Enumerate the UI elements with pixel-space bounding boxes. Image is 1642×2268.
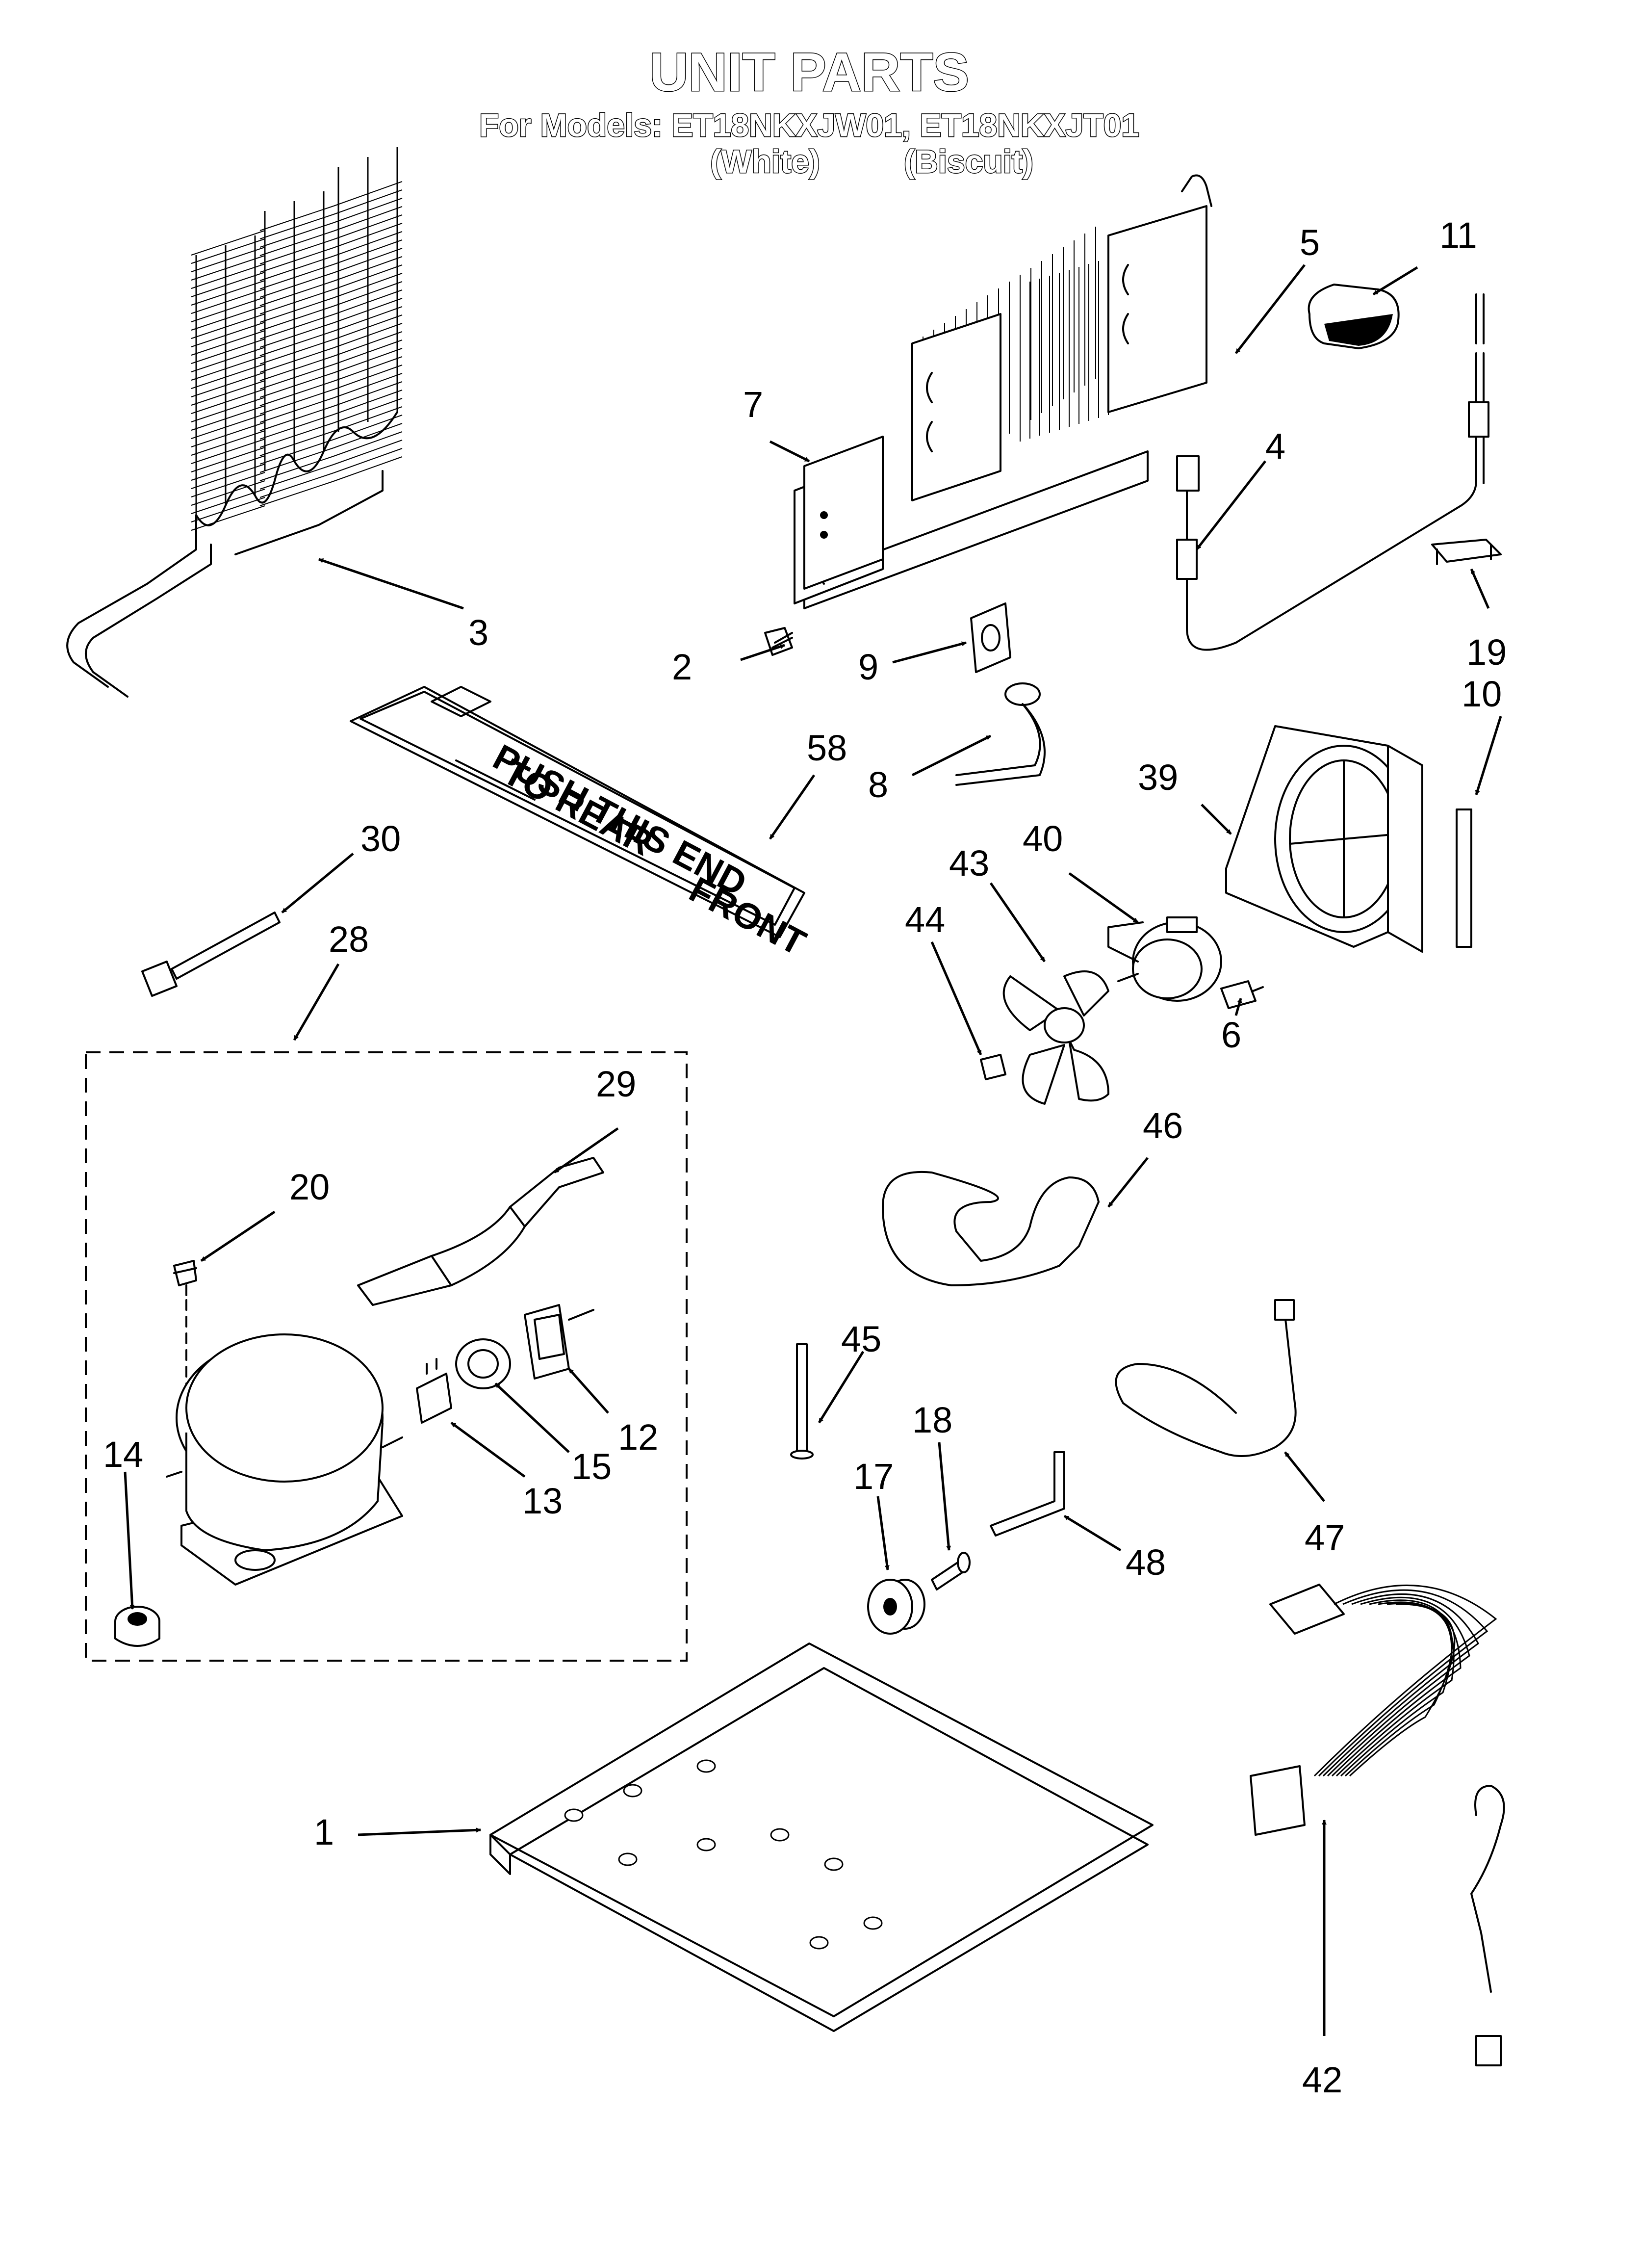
drain-tray-part-58: PUSH THIS END TO REAR FRONT xyxy=(350,686,812,964)
grommet-part-14 xyxy=(114,1606,160,1647)
base-frame-part-1 xyxy=(489,1642,1154,2032)
callout-13: 13 xyxy=(522,1481,563,1521)
callout-9: 9 xyxy=(858,647,878,687)
callout-47: 47 xyxy=(1305,1517,1345,1558)
compressor-assembly-box-part-28 xyxy=(85,1051,688,1662)
cap-part-11 xyxy=(1308,284,1400,349)
strip-part-10 xyxy=(1456,808,1472,948)
models-line: For Models: ET18NKXJW01, ET18NKXJT01 xyxy=(479,107,1139,143)
wire-harness-part-42 xyxy=(1250,1584,1505,2066)
callout-19: 19 xyxy=(1466,632,1507,673)
roller-part-17 xyxy=(867,1579,925,1635)
callout-58: 58 xyxy=(807,728,847,768)
callout-arrows xyxy=(124,264,1502,2036)
bracket-part-7 xyxy=(803,436,884,590)
axle-part-18 xyxy=(931,1552,971,1590)
callout-5: 5 xyxy=(1300,222,1320,263)
callout-1: 1 xyxy=(314,1812,334,1852)
tube-part-48 xyxy=(990,1451,1065,1537)
callout-3: 3 xyxy=(468,612,488,653)
clip-part-19 xyxy=(1431,539,1502,565)
relay-part-13 xyxy=(416,1358,452,1424)
callout-15: 15 xyxy=(571,1446,612,1487)
fan-shroud-part-39 xyxy=(1225,725,1423,953)
callout-4: 4 xyxy=(1265,426,1285,467)
callout-46: 46 xyxy=(1143,1105,1183,1146)
callout-48: 48 xyxy=(1126,1542,1166,1583)
compressor xyxy=(166,1333,403,1586)
callout-8: 8 xyxy=(868,764,888,805)
callout-10: 10 xyxy=(1462,674,1502,714)
sensor-wire-part-4 xyxy=(1176,293,1489,651)
drier-part-29 xyxy=(357,1157,604,1306)
cable-tie-part-30 xyxy=(141,912,281,997)
page-title: UNIT PARTS xyxy=(649,42,969,103)
callout-20: 20 xyxy=(289,1167,330,1207)
callout-40: 40 xyxy=(1023,818,1063,859)
callout-11: 11 xyxy=(1439,215,1477,256)
tube-part-46 xyxy=(882,1171,1100,1286)
pin-part-45 xyxy=(790,1343,814,1460)
callout-44: 44 xyxy=(905,899,945,940)
callout-14: 14 xyxy=(103,1434,143,1475)
grommet-part-8 xyxy=(955,682,1046,786)
callout-28: 28 xyxy=(329,919,369,960)
fan-blade-part-43 xyxy=(1002,970,1109,1105)
color-white-label: (White) xyxy=(710,143,820,180)
clip-part-9 xyxy=(970,602,1011,673)
color-biscuit-label: (Biscuit) xyxy=(904,143,1033,180)
condenser-coil-part-3 xyxy=(66,147,403,698)
clip-part-44 xyxy=(980,1054,1006,1080)
overload-part-15 xyxy=(455,1338,511,1389)
callout-6: 6 xyxy=(1221,1015,1241,1055)
callout-30: 30 xyxy=(360,818,401,859)
callout-45: 45 xyxy=(841,1319,881,1359)
callout-17: 17 xyxy=(853,1456,894,1497)
callout-18: 18 xyxy=(912,1400,952,1440)
callout-29: 29 xyxy=(596,1064,636,1104)
fan-motor-part-40 xyxy=(1107,916,1222,1002)
tube-part-47 xyxy=(1115,1299,1297,1457)
callout-42: 42 xyxy=(1302,2059,1342,2100)
callout-labels: 3 5 11 7 4 2 9 19 10 58 8 39 40 43 44 6 … xyxy=(103,215,1507,2100)
cover-part-12 xyxy=(524,1304,594,1380)
callout-12: 12 xyxy=(618,1417,658,1458)
callout-39: 39 xyxy=(1138,757,1178,798)
callout-2: 2 xyxy=(672,647,692,687)
callout-43: 43 xyxy=(949,843,989,884)
callout-7: 7 xyxy=(743,384,763,425)
screw-part-6 xyxy=(1220,980,1264,1009)
